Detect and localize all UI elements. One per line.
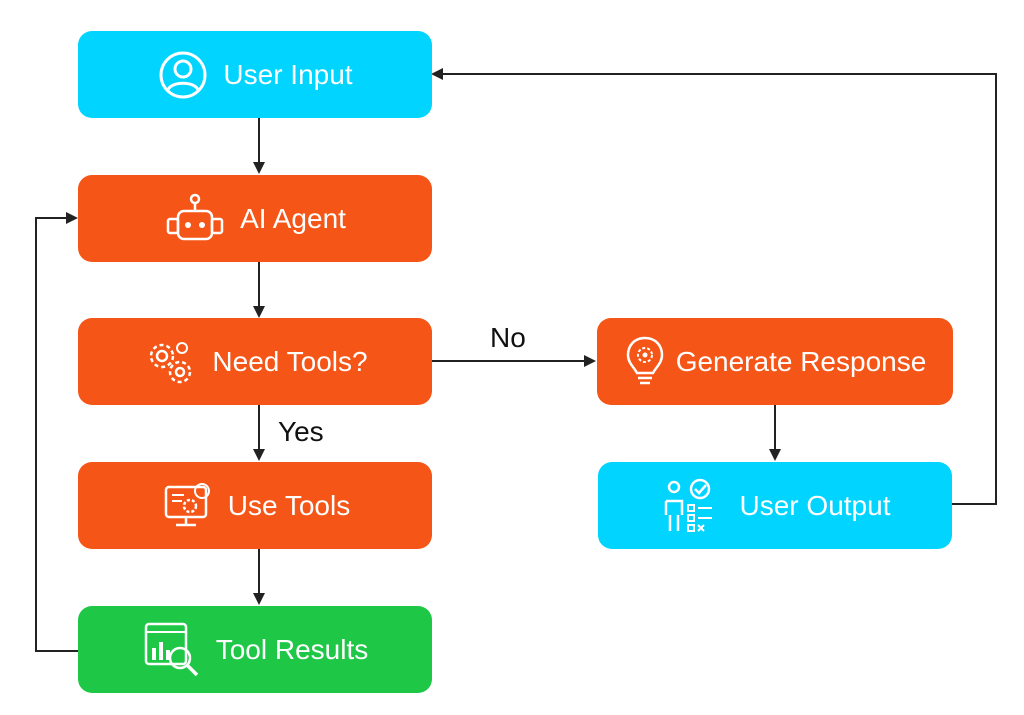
node-use-tools: Use Tools — [78, 462, 432, 549]
edge-label-yes: Yes — [278, 416, 324, 447]
robot-icon — [164, 193, 226, 245]
user-checklist-icon — [660, 477, 718, 535]
monitor-tools-icon — [160, 479, 214, 533]
arrow-output-to-input — [431, 68, 997, 505]
node-generate-response: Generate Response — [597, 318, 953, 405]
node-label: Use Tools — [227, 489, 351, 521]
node-ai-agent: AI Agent — [78, 175, 432, 262]
node-label: User Input — [223, 58, 353, 90]
node-need-tools: Need Tools? — [78, 318, 432, 405]
node-user-input: User Input — [78, 31, 432, 118]
node-user-output: User Output — [598, 462, 952, 549]
node-label: AI Agent — [240, 202, 346, 234]
node-label: User Output — [739, 489, 891, 521]
node-label: Generate Response — [675, 345, 927, 377]
user-icon — [157, 49, 209, 101]
gears-icon — [142, 334, 198, 390]
lightbulb-icon — [624, 334, 666, 390]
arrow-results-to-agent — [35, 212, 78, 652]
node-label: Tool Results — [215, 633, 369, 665]
node-tool-results: Tool Results — [78, 606, 432, 693]
edge-label-no: No — [490, 322, 526, 353]
node-label: Need Tools? — [212, 345, 368, 377]
analytics-search-icon — [142, 620, 202, 680]
